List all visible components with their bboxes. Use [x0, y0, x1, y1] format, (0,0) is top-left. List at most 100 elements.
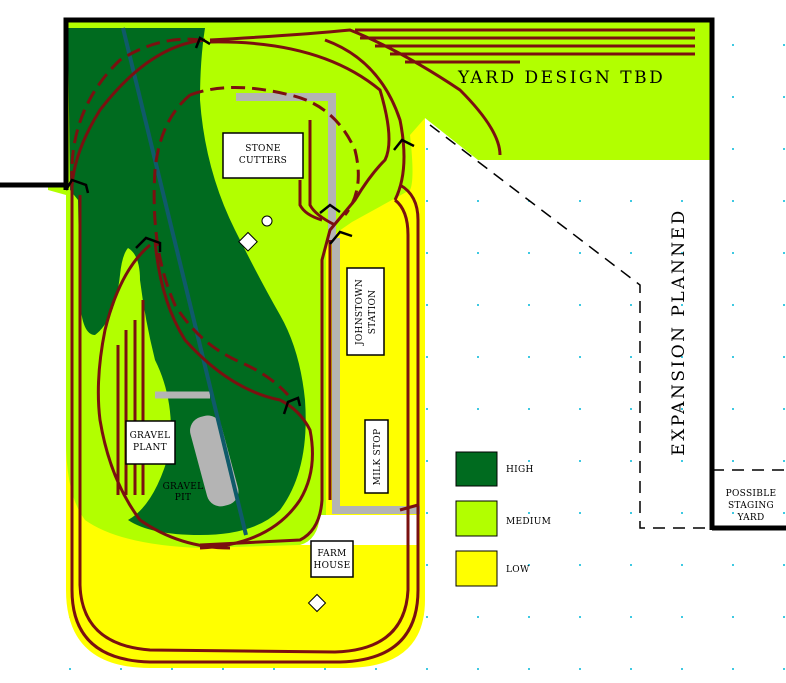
staging-label-3: YARD — [737, 513, 765, 523]
milk-stop-siding — [399, 503, 419, 512]
grid-dot — [426, 512, 428, 514]
grid-dot — [732, 96, 734, 98]
grid-dot — [681, 460, 683, 462]
portal-7 — [393, 138, 415, 151]
grid-dot — [630, 252, 632, 254]
grid-dot — [426, 304, 428, 306]
grid-dot — [528, 616, 530, 618]
wall-top — [63, 17, 715, 190]
farm-house-label-1: FARM — [317, 549, 346, 559]
grid-dot — [732, 304, 734, 306]
expansion-label: EXPANSION PLANNED — [669, 208, 689, 455]
grid-dot — [630, 564, 632, 566]
grid-dot — [528, 408, 530, 410]
grid-dot — [579, 252, 581, 254]
tunnel-portals — [64, 36, 415, 415]
grid-dot — [783, 564, 785, 566]
grid-dot — [426, 564, 428, 566]
grid-dot — [630, 512, 632, 514]
grid-dot — [783, 616, 785, 618]
grid-dot — [477, 252, 479, 254]
grid-dot — [732, 200, 734, 202]
grid-dot — [579, 304, 581, 306]
legend-swatch-medium — [455, 500, 498, 537]
grid-dot — [732, 148, 734, 150]
gravel-pit-shape — [190, 415, 239, 507]
track-upper-loop — [70, 38, 206, 186]
farm-house-building — [310, 540, 354, 578]
gravel-plant-label-2: PLANT — [133, 443, 167, 453]
grid-dot — [528, 460, 530, 462]
track-mountain — [199, 40, 391, 547]
grid-dot — [222, 668, 224, 670]
grid-dot — [477, 408, 479, 410]
grid-dot — [630, 616, 632, 618]
legend-label-medium: MEDIUM — [506, 517, 551, 527]
grid-dot — [426, 148, 428, 150]
grid-dot — [732, 564, 734, 566]
legend-swatch-low — [455, 550, 498, 587]
grid-dot — [732, 408, 734, 410]
grid-dot — [681, 564, 683, 566]
grid-dot — [783, 408, 785, 410]
grid-dot — [528, 512, 530, 514]
circle-marker — [261, 215, 273, 227]
grid-dot — [579, 460, 581, 462]
grid-dot — [630, 304, 632, 306]
grid-dot — [783, 44, 785, 46]
grid-dot — [579, 512, 581, 514]
grid-dot — [579, 408, 581, 410]
staging-label-2: STAGING — [728, 501, 774, 511]
grid-dot — [579, 356, 581, 358]
grid-dot — [681, 512, 683, 514]
grid-dot — [579, 616, 581, 618]
yard-lead-2 — [324, 38, 406, 201]
gravel-pit-label-1: GRAVEL — [163, 482, 204, 492]
diamond-marker-stone — [238, 231, 258, 252]
expansion-outline — [429, 124, 786, 529]
stone-cutters-label-2: CUTTERS — [239, 156, 287, 166]
portal-1 — [194, 36, 211, 49]
grid-dot — [477, 616, 479, 618]
grid-dot — [783, 356, 785, 358]
track-return-loop-2 — [153, 239, 314, 550]
track-return-loop — [96, 243, 231, 550]
portal-5 — [319, 203, 341, 214]
milk-stop-label: MILK STOP — [373, 429, 383, 486]
track-plan — [70, 28, 695, 664]
grid-dot — [732, 356, 734, 358]
grid-dot — [426, 668, 428, 670]
johnstown-station-building — [346, 267, 385, 356]
grid-dot — [783, 304, 785, 306]
track-outer-loop — [70, 183, 420, 664]
grid-dot — [681, 616, 683, 618]
farm-house-label-2: HOUSE — [313, 561, 350, 571]
grid-dot — [732, 668, 734, 670]
grid-dot — [477, 304, 479, 306]
johnstown-label-1: JOHNSTOWN — [355, 279, 365, 346]
diamond-marker-farm — [307, 593, 327, 613]
grid-dot — [630, 668, 632, 670]
grid-dot — [681, 668, 683, 670]
grid-dot — [630, 408, 632, 410]
grid-dot — [732, 460, 734, 462]
track-inner-loop — [78, 195, 410, 654]
room-walls — [0, 17, 786, 531]
grid-dot — [732, 616, 734, 618]
grid-dot — [477, 200, 479, 202]
grid-dot — [681, 408, 683, 410]
grid-dot — [426, 356, 428, 358]
grid-dot — [630, 356, 632, 358]
grid-dot — [375, 668, 377, 670]
portal-3 — [135, 236, 162, 252]
grid-dot — [171, 668, 173, 670]
grid-dot — [426, 408, 428, 410]
grid-dot — [783, 96, 785, 98]
yard-design-label: YARD DESIGN TBD — [457, 68, 665, 88]
legend-label-low: LOW — [506, 565, 530, 575]
portal-6 — [329, 230, 353, 245]
grid-dot — [426, 616, 428, 618]
grid-dot — [477, 668, 479, 670]
stone-cutters-label-1: STONE — [245, 144, 281, 154]
gravel-plant-label-1: GRAVEL — [130, 431, 171, 441]
